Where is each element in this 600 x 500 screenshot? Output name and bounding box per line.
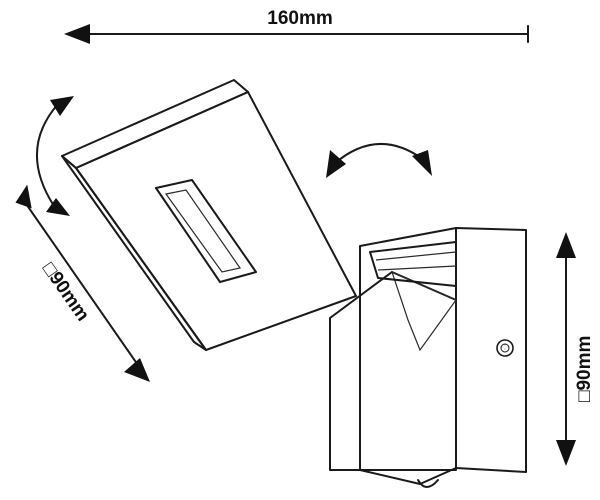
wall-mount-box bbox=[359, 227, 527, 488]
depth-arrowhead-bottom bbox=[124, 358, 150, 382]
rotate-arrowhead-top bbox=[50, 96, 74, 116]
depth-label: □90mm bbox=[38, 259, 93, 325]
depth-arrowhead-top bbox=[15, 184, 32, 209]
rotate-arrowhead-bottom bbox=[46, 198, 70, 216]
depth-dimension-line bbox=[21, 197, 141, 369]
swivel-arrowhead-left bbox=[326, 150, 346, 178]
switch-nub bbox=[417, 479, 439, 488]
width-label: 160mm bbox=[267, 8, 333, 29]
height-arrowhead-bottom bbox=[556, 440, 576, 466]
height-dimension: □90mm bbox=[556, 232, 595, 466]
curved-double-arrow-icon bbox=[326, 142, 432, 178]
height-label: □90mm bbox=[574, 336, 595, 402]
width-arrowhead-left bbox=[64, 24, 90, 44]
depth-dimension: □90mm bbox=[15, 184, 150, 382]
lamp-head bbox=[61, 79, 357, 351]
led-slot bbox=[155, 179, 257, 283]
height-arrowhead-top bbox=[556, 232, 576, 258]
swivel-arrowhead-right bbox=[412, 150, 432, 176]
curved-double-arrow-icon bbox=[35, 96, 74, 216]
width-dimension: 160mm bbox=[64, 8, 529, 44]
swivel-arm bbox=[329, 241, 457, 471]
